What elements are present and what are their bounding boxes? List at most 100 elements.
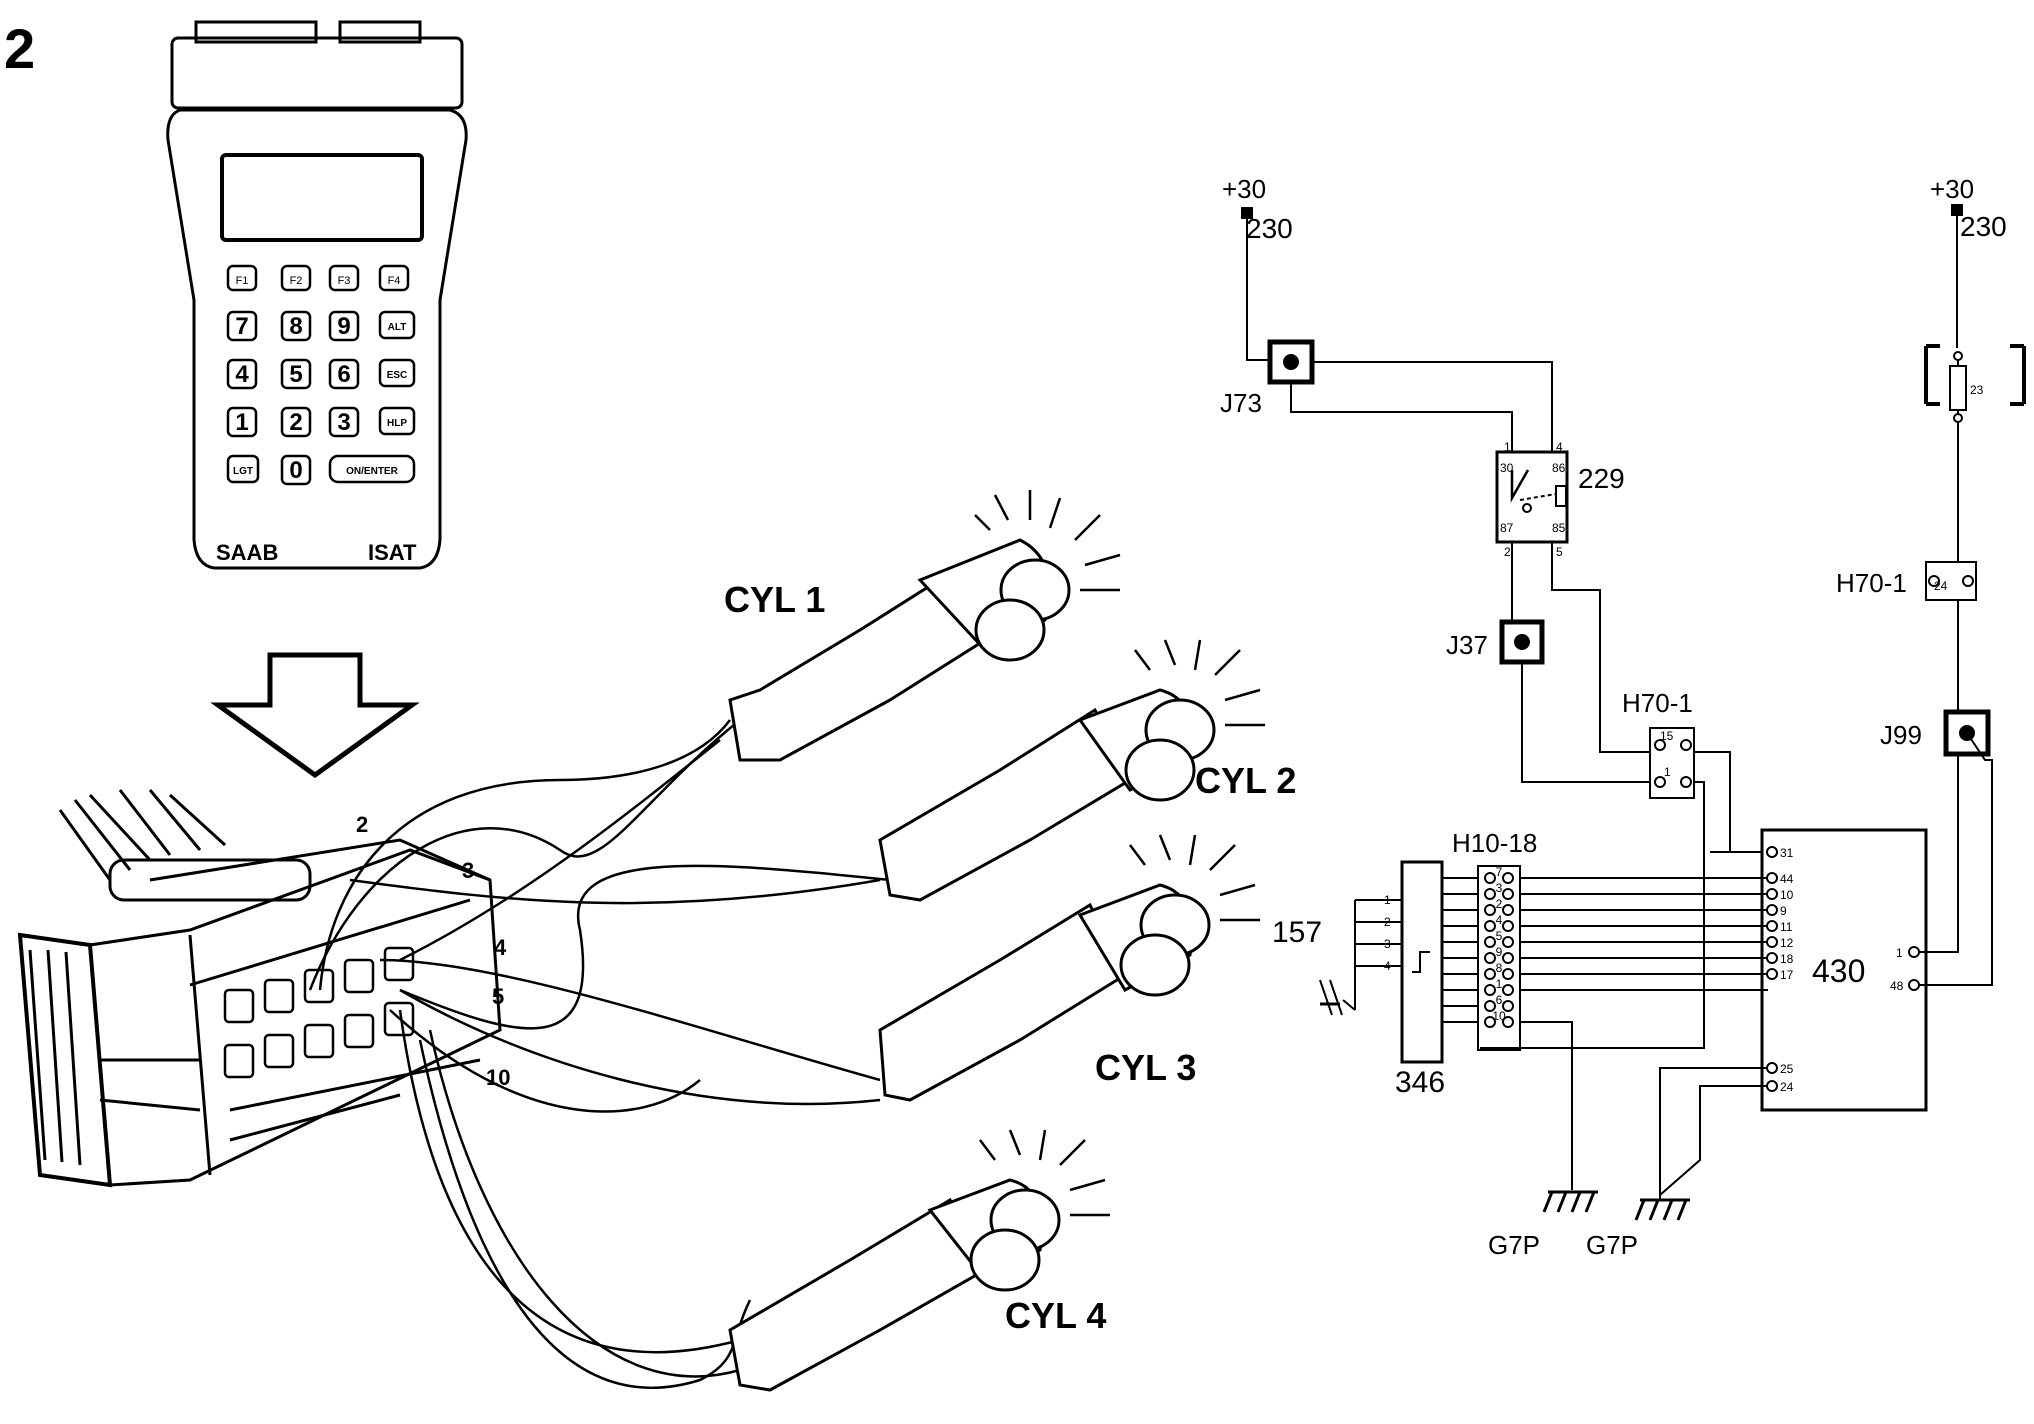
ecu-pin: 18: [1780, 952, 1794, 966]
h10-pin: 1: [1496, 977, 1503, 991]
ecu-pin: 9: [1780, 904, 1787, 918]
key-0: 0: [289, 457, 302, 484]
tester-model: ISAT: [368, 540, 417, 565]
tester-keys: F1 F2 F3 F4 7 8 9 ALT 4 5 6 ESC 1 2 3 HL…: [233, 275, 407, 484]
ecu-pin: 44: [1780, 872, 1794, 886]
key-f1: F1: [236, 275, 249, 287]
relay-pin-5: 5: [1556, 545, 1563, 559]
label-j73: J73: [1220, 388, 1262, 418]
tester-brand: SAAB: [216, 540, 278, 565]
key-f2: F2: [290, 275, 303, 287]
pin-label-3: 3: [462, 858, 474, 883]
relay-pin-2: 2: [1504, 545, 1511, 559]
label-plus30-right: +30: [1930, 174, 1974, 204]
key-alt: ALT: [388, 322, 407, 333]
sparkplug-pin: 4: [1384, 959, 1391, 973]
figure-number: 2: [4, 17, 35, 80]
sparkplug-pin-numbers: 1 2 3 4: [1384, 893, 1391, 973]
label-ground-left: G7P: [1488, 1230, 1540, 1260]
label-230-right: 230: [1960, 211, 2007, 242]
key-f4: F4: [388, 275, 401, 287]
ecu-connector-block: [17, 789, 502, 1188]
probe-cyl-2: [878, 639, 1265, 902]
h70-center-pin-15: 15: [1660, 729, 1674, 743]
key-6: 6: [337, 361, 350, 388]
key-2: 2: [289, 409, 302, 436]
sparkplug-pin: 1: [1384, 893, 1391, 907]
label-plus30-left: +30: [1222, 174, 1266, 204]
h10-pin: 8: [1496, 961, 1503, 975]
ecu-pin: 48: [1890, 979, 1904, 993]
ecu-pin: 1: [1896, 946, 1903, 960]
label-cyl-3: CYL 3: [1095, 1047, 1196, 1088]
relay-pin-1: 1: [1504, 440, 1511, 454]
label-cyl-1: CYL 1: [724, 579, 825, 620]
ecu-pin: 11: [1780, 920, 1793, 934]
key-4: 4: [235, 361, 249, 388]
relay-term-30: 30: [1500, 461, 1514, 475]
label-h70-1-right: H70-1: [1836, 568, 1907, 598]
ecu-pin: 31: [1780, 846, 1794, 860]
key-3: 3: [337, 409, 350, 436]
relay-term-86: 86: [1552, 461, 1566, 475]
pin-label-4: 4: [494, 935, 507, 960]
label-j99: J99: [1880, 720, 1922, 750]
h10-pin: 5: [1496, 929, 1503, 943]
probe-cyl-4: [728, 1129, 1110, 1392]
h10-pin: 10: [1492, 1009, 1506, 1023]
ecu-pin-numbers: 31 44 10 9 11 12 18 17 25 24 1 48: [1780, 846, 1904, 1094]
key-9: 9: [337, 313, 350, 340]
key-f3: F3: [338, 275, 351, 287]
schematic-wiring: [1241, 204, 2026, 1221]
label-j37: J37: [1446, 630, 1488, 660]
label-ground-right: G7P: [1586, 1230, 1638, 1260]
key-on-enter: ON/ENTER: [346, 466, 398, 477]
tester-device: [166, 20, 468, 570]
h10-pin: 3: [1496, 881, 1503, 895]
connector-pin-labels: 2 3 4 5 10: [356, 812, 510, 1090]
key-1: 1: [235, 409, 248, 436]
key-8: 8: [289, 313, 302, 340]
ecu-pin: 25: [1780, 1062, 1794, 1076]
relay-pin-4: 4: [1556, 440, 1563, 454]
h70-right-pin-24: 24: [1934, 579, 1948, 593]
label-h10-18: H10-18: [1452, 828, 1537, 858]
ecu-pin: 12: [1780, 936, 1794, 950]
h10-pin: 4: [1496, 913, 1503, 927]
h10-pin: 2: [1496, 897, 1503, 911]
h10-pin: 6: [1496, 993, 1503, 1007]
sparkplug-pin: 3: [1384, 937, 1391, 951]
down-arrow-icon: [210, 652, 420, 779]
label-cyl-4: CYL 4: [1005, 1295, 1106, 1336]
ecu-pin: 10: [1780, 888, 1794, 902]
label-cassette-346: 346: [1395, 1066, 1445, 1099]
h70-center-pin-1: 1: [1664, 765, 1671, 779]
probe-cyl-1: [728, 490, 1121, 762]
key-esc: ESC: [387, 370, 408, 381]
harness-wires: [308, 719, 891, 1389]
label-ecu-430: 430: [1812, 953, 1865, 989]
label-sparkplugs-157: 157: [1272, 916, 1322, 949]
ecu-pin: 17: [1780, 968, 1794, 982]
key-5: 5: [289, 361, 302, 388]
ecu-pin: 24: [1780, 1080, 1794, 1094]
h10-pin-numbers: 7 3 2 4 5 9 8 1 6 10: [1492, 865, 1506, 1023]
pin-label-2: 2: [356, 812, 368, 837]
label-cyl-2: CYL 2: [1195, 760, 1296, 801]
h10-pin: 9: [1496, 945, 1503, 959]
label-h70-1-center: H70-1: [1622, 688, 1693, 718]
label-relay-229: 229: [1578, 463, 1625, 494]
label-fuse-23: 23: [1970, 383, 1984, 397]
label-230-left: 230: [1246, 213, 1293, 244]
sparkplug-pin: 2: [1384, 915, 1391, 929]
key-lgt: LGT: [233, 466, 253, 477]
schematic-labels: +30 230 J73 1 4 30 86 87 85 2 5 229 J37 …: [1220, 174, 2007, 1260]
pin-label-5: 5: [492, 984, 504, 1009]
key-hlp: HLP: [387, 418, 407, 429]
relay-term-87: 87: [1500, 521, 1514, 535]
key-7: 7: [235, 313, 248, 340]
probe-cyl-3: [878, 834, 1260, 1102]
relay-term-85: 85: [1552, 521, 1566, 535]
h10-pin: 7: [1496, 865, 1503, 879]
